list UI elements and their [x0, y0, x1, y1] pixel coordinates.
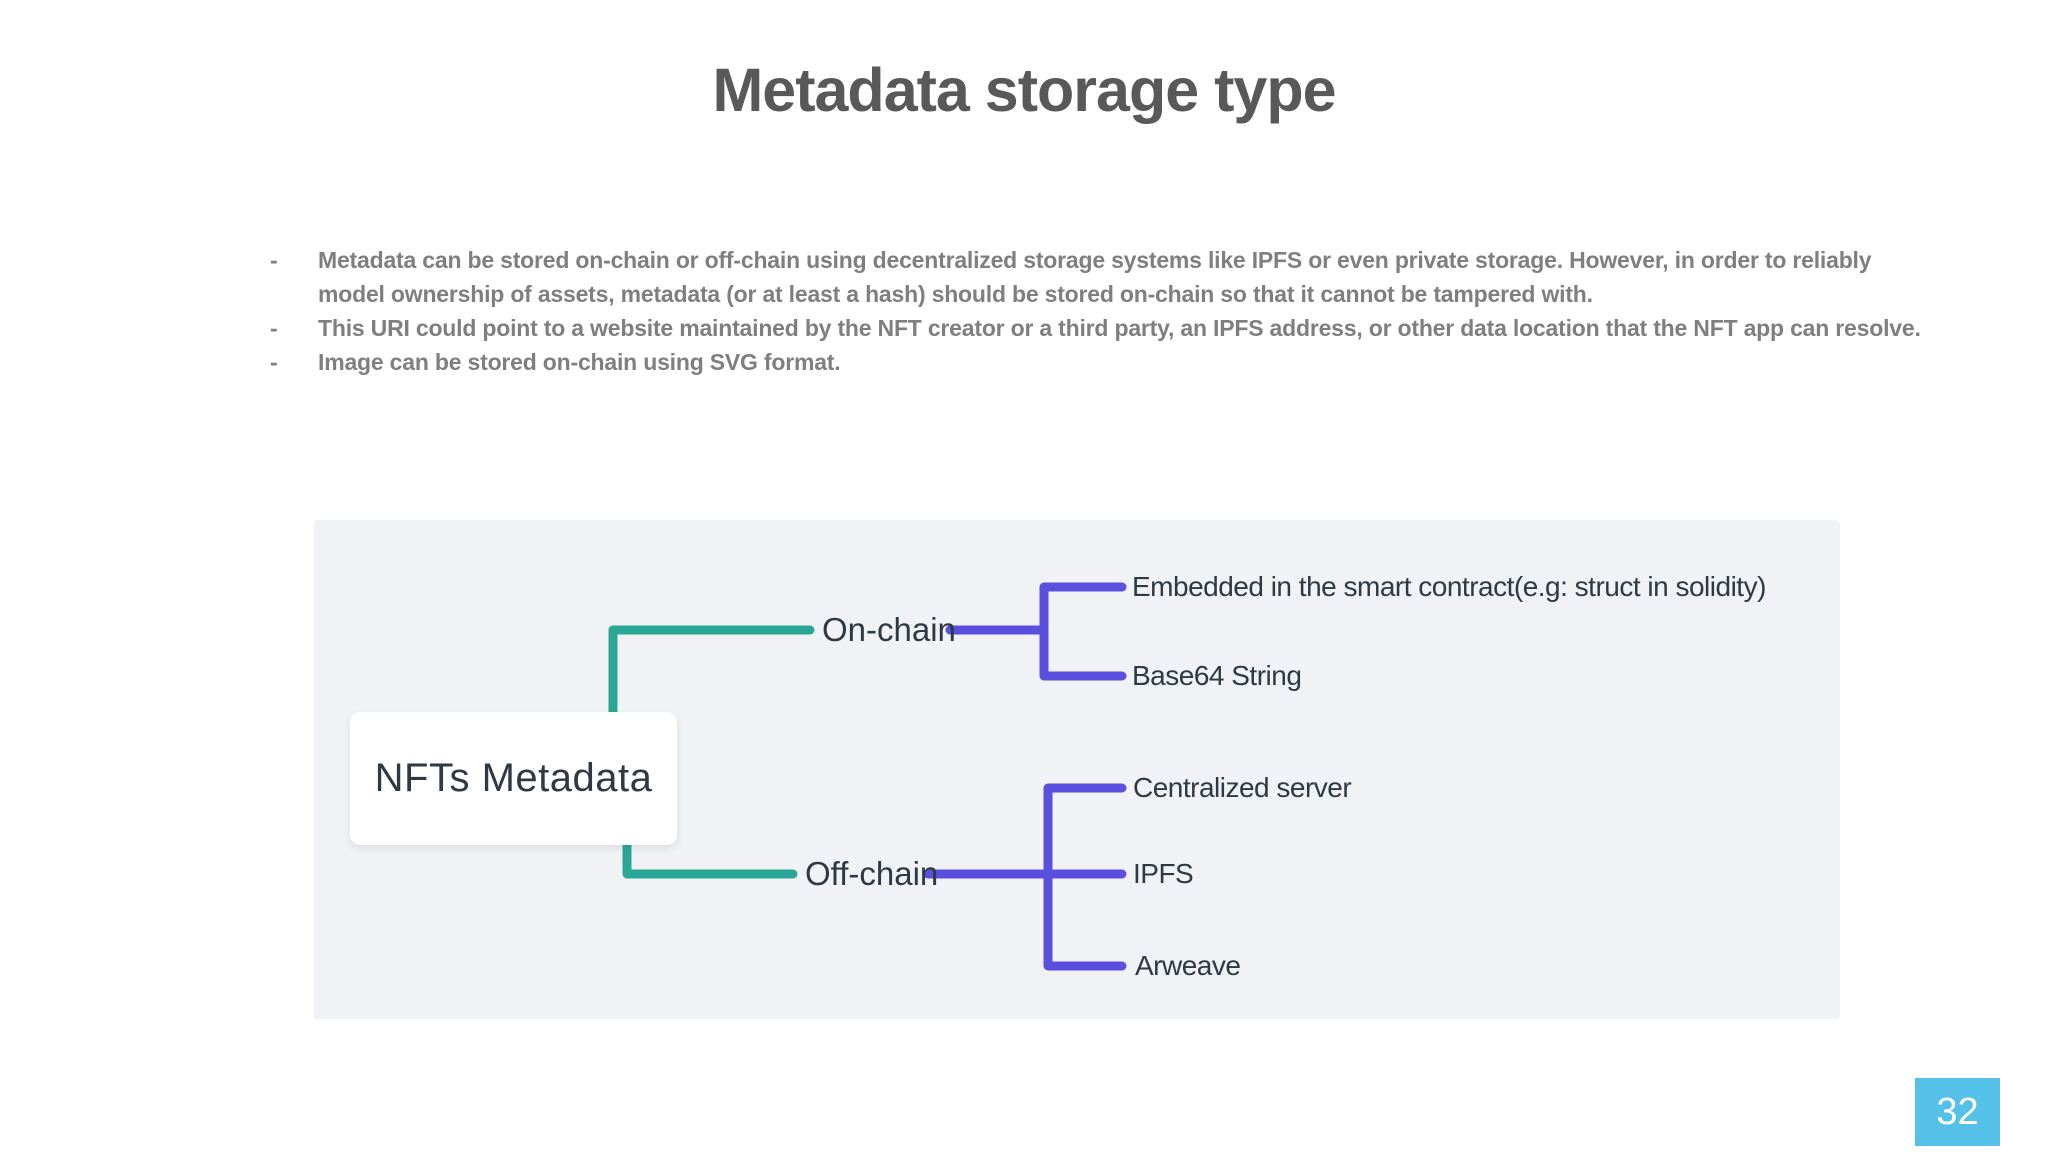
root-node-nfts-metadata: NFTs Metadata [350, 712, 677, 845]
root-node-label: NFTs Metadata [374, 756, 653, 800]
list-item: - Image can be stored on-chain using SVG… [270, 345, 1938, 379]
mindmap-connectors [608, 582, 1127, 971]
branch-label-on-chain: On-chain [822, 611, 956, 648]
leaf-label-ipfs: IPFS [1133, 858, 1194, 889]
leaf-label-base64-string: Base64 String [1132, 660, 1302, 691]
mindmap-panel: NFTs Metadata On-chain Off-chain Embedde… [314, 520, 1840, 1019]
leaf-label-centralized-server: Centralized server [1133, 772, 1352, 803]
bullet-list: - Metadata can be stored on-chain or off… [270, 243, 1938, 379]
bullet-text: This URI could point to a website mainta… [318, 315, 1921, 341]
edge-root-onchain [608, 625, 815, 717]
bullet-dash: - [270, 349, 278, 375]
edge-offchain-children [923, 783, 1127, 971]
bullet-text: Metadata can be stored on-chain or off-c… [318, 247, 1872, 307]
bullet-dash: - [270, 247, 278, 273]
edge-root-offchain [622, 840, 798, 879]
list-item: - Metadata can be stored on-chain or off… [270, 243, 1938, 311]
bullet-text: Image can be stored on-chain using SVG f… [318, 349, 841, 375]
bullet-dash: - [270, 315, 278, 341]
list-item: - This URI could point to a website main… [270, 311, 1938, 345]
edge-onchain-children [945, 582, 1127, 681]
leaf-label-arweave: Arweave [1135, 950, 1241, 981]
branch-label-off-chain: Off-chain [805, 855, 939, 892]
page-number-badge: 32 [1915, 1078, 2000, 1146]
leaf-label-embedded-smart-contract: Embedded in the smart contract(e.g: stru… [1132, 571, 1766, 602]
page-title: Metadata storage type [712, 56, 1336, 124]
